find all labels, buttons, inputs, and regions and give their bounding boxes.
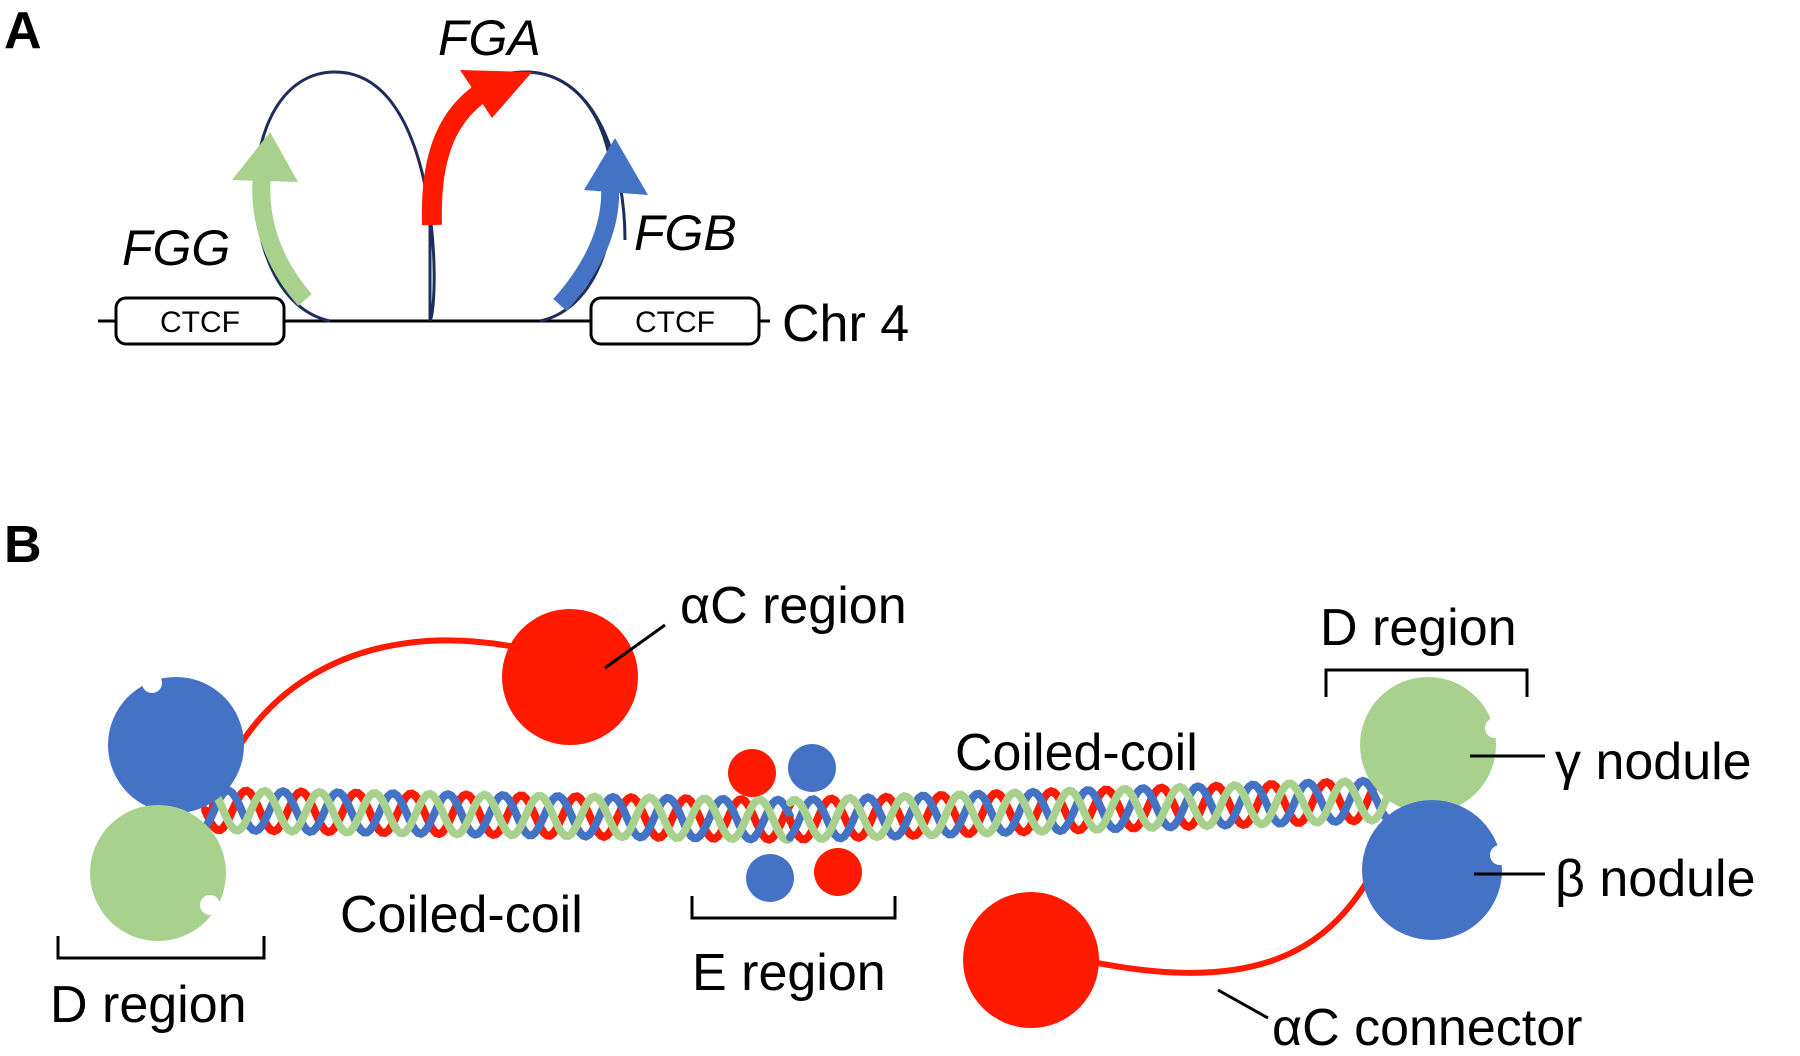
fga-arrow-body bbox=[421, 87, 485, 226]
e-alpha-nodule-top bbox=[728, 749, 776, 797]
d-region-right-label: D region bbox=[1320, 599, 1517, 657]
e-region-label: E region bbox=[692, 944, 886, 1002]
alpha-c-connector-leader bbox=[1217, 988, 1269, 1020]
panel-b-label: B bbox=[4, 516, 42, 574]
fgb-arrow-body bbox=[553, 184, 620, 311]
coiled-coil-right-gamma-strand bbox=[786, 777, 1394, 843]
beta-nodule-left-notch bbox=[142, 673, 162, 693]
coiled-coil-left-gamma-strand bbox=[201, 786, 794, 845]
coiled-coil-helix bbox=[201, 776, 1394, 845]
fgb-label: FGB bbox=[634, 205, 737, 261]
beta-nodule-right bbox=[1362, 800, 1502, 940]
d-region-left-label: D region bbox=[50, 976, 247, 1034]
chromosome-label: Chr 4 bbox=[782, 295, 909, 353]
gamma-nodule-label: γ nodule bbox=[1555, 733, 1752, 791]
e-alpha-nodule-bottom bbox=[814, 848, 862, 896]
gamma-nodule-right bbox=[1360, 677, 1496, 813]
fgg-arrow-body bbox=[252, 174, 312, 306]
coiled-coil-left-alpha-strand bbox=[201, 786, 794, 844]
panel-b: B αC region D bbox=[4, 516, 1756, 1056]
beta-nodule-right-notch bbox=[1490, 845, 1510, 865]
ctcf-box-left bbox=[114, 296, 286, 346]
fgg-arrow-head bbox=[232, 132, 298, 182]
alpha-c-connector-label: αC connector bbox=[1272, 999, 1582, 1056]
alpha-c-connector-right bbox=[1059, 833, 1393, 976]
coiled-coil-bottom-label: Coiled-coil bbox=[340, 886, 583, 944]
fgg-label: FGG bbox=[122, 220, 230, 276]
beta-nodule-left bbox=[108, 677, 244, 813]
e-region-bracket bbox=[690, 896, 897, 920]
panel-a-label: A bbox=[4, 2, 42, 60]
gamma-nodule-right-notch bbox=[1485, 718, 1505, 738]
d-region-left-bracket bbox=[56, 936, 266, 960]
e-beta-nodule-bottom bbox=[746, 854, 794, 902]
d-region-right-bracket bbox=[1324, 668, 1529, 697]
ctcf-left-label: CTCF bbox=[160, 306, 240, 339]
gamma-nodule-left-notch bbox=[200, 895, 220, 915]
e-beta-nodule-top bbox=[788, 744, 836, 792]
fga-label: FGA bbox=[438, 10, 541, 66]
fgb-arrow-head bbox=[584, 138, 648, 195]
gamma-nodule-left bbox=[90, 805, 226, 941]
coiled-coil-right-beta-strand bbox=[786, 776, 1394, 843]
alpha-c-region-leader bbox=[604, 623, 666, 670]
loop-right-outer bbox=[524, 70, 627, 241]
fga-arrow-head bbox=[460, 70, 532, 118]
ctcf-box-right bbox=[589, 296, 761, 346]
alpha-c-region-left bbox=[502, 609, 638, 745]
alpha-c-region-right bbox=[963, 892, 1099, 1028]
ctcf-right-label: CTCF bbox=[635, 306, 715, 339]
panel-a: A CTCF CTCF FGG FGA FGB Chr 4 bbox=[4, 2, 909, 353]
alpha-c-region-label: αC region bbox=[680, 577, 907, 635]
coiled-coil-top-label: Coiled-coil bbox=[955, 724, 1198, 782]
beta-nodule-label: β nodule bbox=[1555, 850, 1756, 908]
